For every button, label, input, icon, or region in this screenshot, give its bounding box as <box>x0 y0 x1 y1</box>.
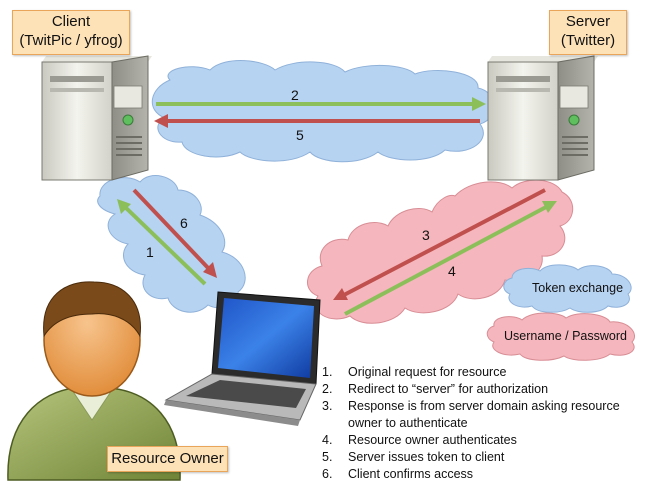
arrow-number-1: 1 <box>146 244 154 260</box>
arrow-number-2: 2 <box>291 87 299 103</box>
laptop-icon <box>164 291 321 426</box>
resource-owner-label: Resource Owner <box>107 446 228 472</box>
token-exchange-cloud-top <box>151 60 495 163</box>
password-cloud <box>307 179 574 324</box>
client-server-icon <box>41 55 152 181</box>
arrow-1-owner-to-client <box>117 199 207 286</box>
step-number: 5. <box>322 450 333 464</box>
legend-username-password: Username / Password <box>504 329 627 343</box>
steps-list: 1. Original request for resource 2. Redire… <box>322 364 642 483</box>
legend-token-exchange: Token exchange <box>532 281 624 295</box>
step-text: Response is from server domain asking re… <box>348 399 620 430</box>
arrow-number-6: 6 <box>180 215 188 231</box>
step-text: Redirect to “server” for authorization <box>348 382 549 396</box>
server-label: Server (Twitter) <box>549 10 627 55</box>
step-item: 3. Response is from server domain asking … <box>322 398 642 432</box>
legend-password-cloud <box>486 312 635 361</box>
step-number: 6. <box>322 467 333 481</box>
step-item: 1. Original request for resource <box>322 364 642 381</box>
arrow-number-5: 5 <box>296 127 304 143</box>
step-text: Resource owner authenticates <box>348 433 517 447</box>
step-item: 6. Client confirms access <box>322 466 642 483</box>
client-title: Client <box>51 13 91 30</box>
arrow-4-owner-to-server <box>344 201 557 316</box>
step-number: 2. <box>322 382 333 396</box>
arrow-3-server-to-owner <box>333 188 546 300</box>
step-text: Original request for resource <box>348 365 507 379</box>
arrow-2-client-to-server <box>156 97 486 111</box>
client-label: Client (TwitPic / yfrog) <box>12 10 130 55</box>
client-subtitle: (TwitPic / yfrog) <box>19 32 123 49</box>
step-item: 2. Redirect to “server” for authorization <box>322 381 642 398</box>
arrow-number-4: 4 <box>448 263 456 279</box>
legend-token-cloud <box>503 264 632 313</box>
step-text: Client confirms access <box>348 467 474 481</box>
step-number: 3. <box>322 399 333 413</box>
step-number: 4. <box>322 433 333 447</box>
server-title: Server <box>565 13 611 30</box>
step-item: 5. Server issues token to client <box>322 449 642 466</box>
arrow-6-client-to-owner <box>132 188 217 278</box>
arrow-5-server-to-client <box>154 114 480 128</box>
arrow-number-3: 3 <box>422 227 430 243</box>
step-text: Server issues token to client <box>348 450 505 464</box>
twitter-server-icon <box>487 55 598 181</box>
step-number: 1. <box>322 365 333 379</box>
step-item: 4. Resource owner authenticates <box>322 432 642 449</box>
server-subtitle: (Twitter) <box>560 32 616 49</box>
